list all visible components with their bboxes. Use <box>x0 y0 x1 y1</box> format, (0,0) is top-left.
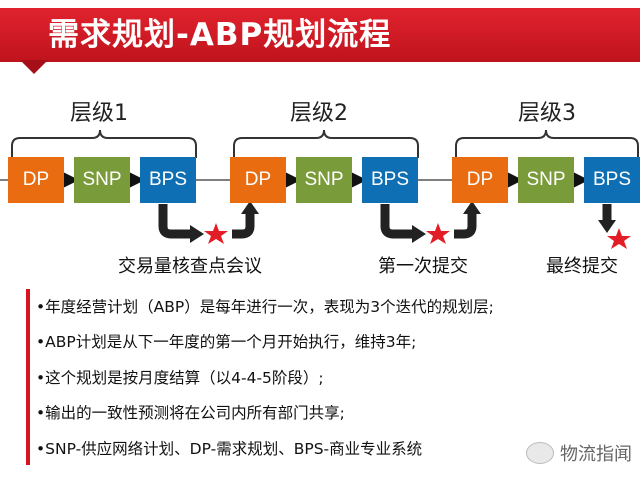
star-3 <box>607 228 631 249</box>
level-3-snp-box: SNP <box>518 157 574 203</box>
list-item: •年度经营计划（ABP）是每年进行一次，表现为3个迭代的规划层; <box>36 297 494 316</box>
list-accent-bar <box>26 289 30 465</box>
level-2-dp-box: DP <box>230 157 286 203</box>
star-2 <box>426 223 450 244</box>
watermark: 物流指闻 <box>526 440 632 466</box>
level-2-brace <box>233 129 419 158</box>
list-item: •这个规划是按月度结算（以4-4-5阶段）; <box>36 368 324 387</box>
level-1-brace <box>11 129 197 158</box>
watermark-text: 物流指闻 <box>560 444 632 465</box>
level-1-dp-box: DP <box>8 157 64 203</box>
level-1-bps-box: BPS <box>140 157 196 203</box>
transition-3 <box>598 204 616 233</box>
banner-notch <box>20 60 48 74</box>
list-item: •输出的一致性预测将在公司内所有部门共享; <box>36 404 345 423</box>
level-3-bps-box: BPS <box>584 157 640 203</box>
list-item: •SNP-供应网络计划、DP-需求规划、BPS-商业专业系统 <box>36 439 423 458</box>
title-banner <box>0 8 640 62</box>
level-1-label: 层级1 <box>70 101 128 126</box>
caption-volume-checkpoint: 交易量核查点会议 <box>118 256 262 277</box>
level-3-brace <box>455 129 639 158</box>
level-2-snp-box: SNP <box>296 157 352 203</box>
notes-list: •年度经营计划（ABP）是每年进行一次，表现为3个迭代的规划层; •ABP计划是… <box>36 289 636 467</box>
transition-2 <box>380 201 481 243</box>
caption-first-submission: 第一次提交 <box>378 256 468 277</box>
list-item: •ABP计划是从下一年度的第一个月开始执行，维持3年; <box>36 333 417 352</box>
page-title: 需求规划-ABP规划流程 <box>48 17 392 53</box>
transition-1 <box>158 201 259 243</box>
level-1-snp-box: SNP <box>74 157 130 203</box>
wechat-icon <box>526 442 554 464</box>
level-3-dp-box: DP <box>452 157 508 203</box>
level-2-bps-box: BPS <box>362 157 418 203</box>
level-3-label: 层级3 <box>518 101 576 126</box>
level-2-label: 层级2 <box>290 101 348 126</box>
star-1 <box>204 223 228 244</box>
caption-final-submission: 最终提交 <box>546 256 618 277</box>
